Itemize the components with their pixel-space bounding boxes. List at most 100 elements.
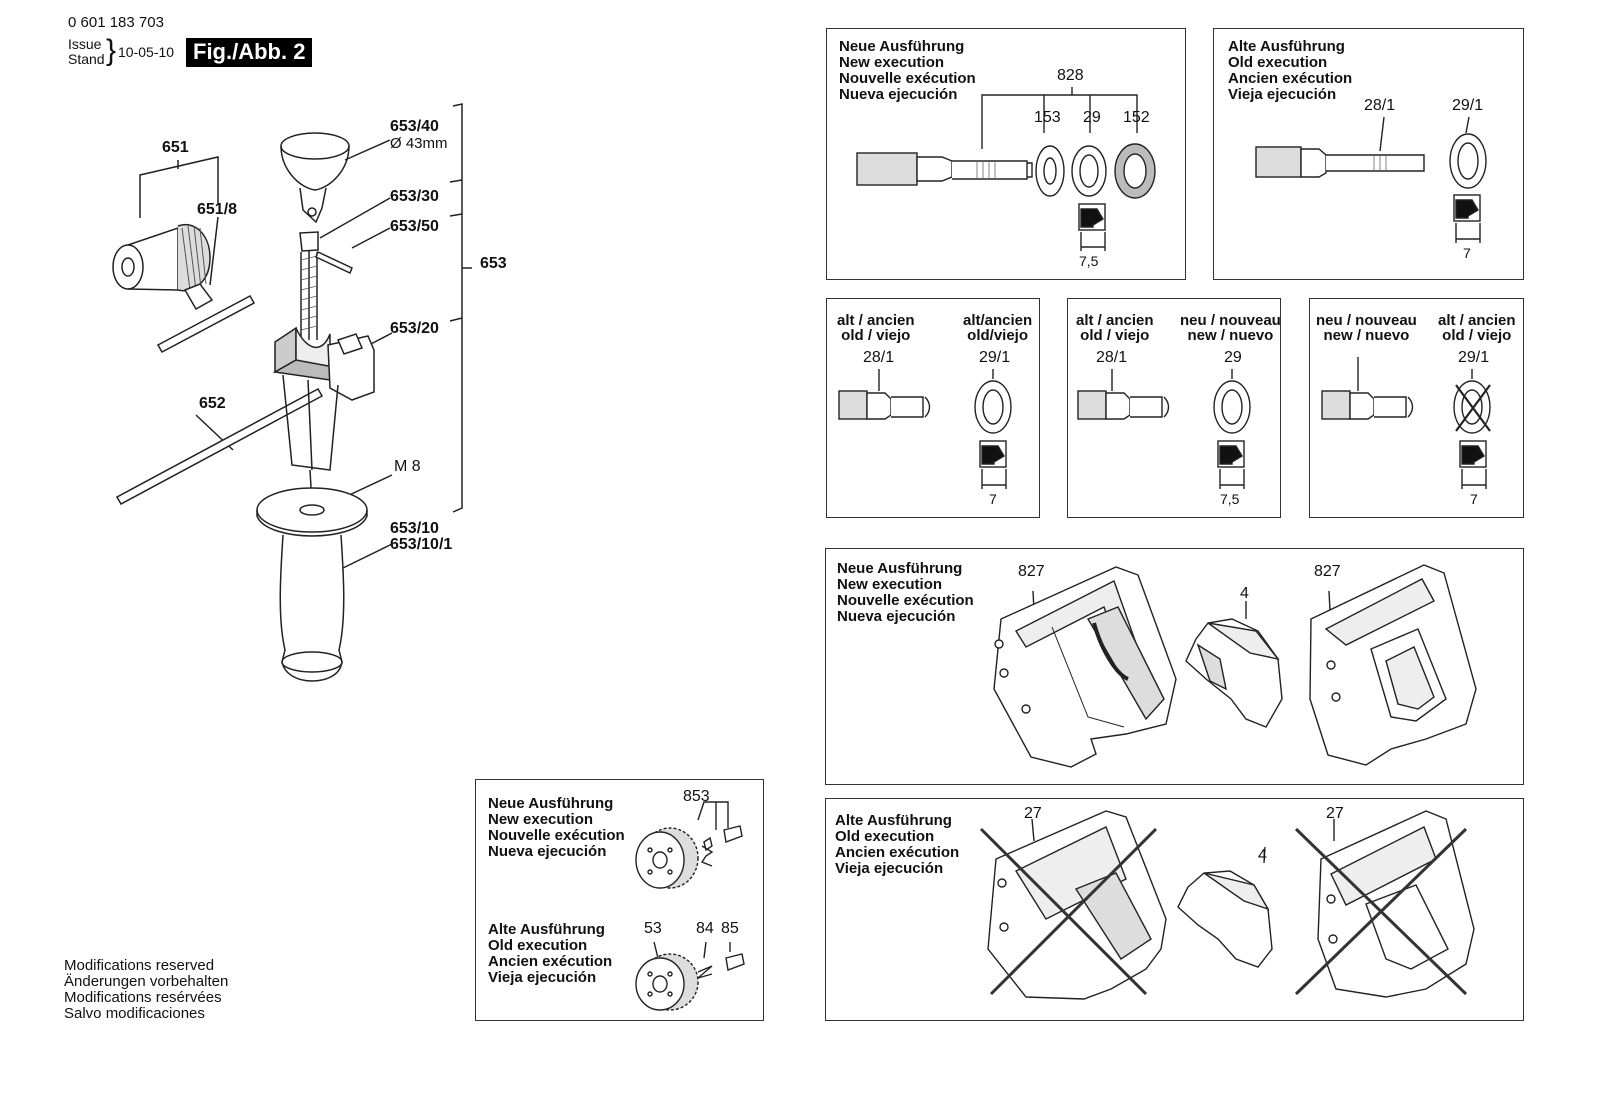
panel-combo-old-old: alt / ancien old / viejo alt/ancien old/… (826, 298, 1040, 518)
caption-en: Old execution (488, 937, 588, 954)
label-651: 651 (162, 139, 189, 156)
issue-label: Issue (68, 36, 102, 52)
label-853: 853 (683, 788, 710, 805)
mod-line-en: Modifications reserved (64, 957, 215, 974)
gear-drawing (635, 801, 745, 1011)
depth-rod (115, 387, 324, 506)
mod-line-es: Salvo modificaciones (64, 1005, 205, 1022)
label-m8: M 8 (394, 458, 421, 475)
label-29-1: 29/1 (979, 349, 1011, 366)
caption-block: Alte Ausführung Old execution Ancien exé… (835, 813, 959, 877)
caption-fr: Nouvelle exécution (488, 827, 625, 844)
issue-stand-label: Issue Stand (68, 37, 105, 67)
label-153: 153 (1034, 109, 1061, 126)
label-53: 53 (644, 920, 662, 937)
drill-chuck (112, 223, 211, 292)
caption-es: Nueva ejecución (839, 86, 958, 103)
dimension-label: 7 (1463, 245, 1471, 261)
dimension-label: 7,5 (1079, 253, 1099, 269)
right-caption: neu / nouveau new / nuevo (1180, 312, 1281, 344)
label-653-50: 653/50 (390, 218, 439, 235)
label-653-40-diameter: Ø 43mm (390, 135, 448, 152)
label-28-1: 28/1 (1364, 97, 1396, 114)
stand-label: Stand (68, 51, 105, 67)
label-653-40: 653/40 (390, 118, 439, 135)
caption-en: Old execution (1228, 54, 1328, 71)
new-spindle-drawing (856, 87, 1156, 251)
caption-de: Alte Ausführung (1228, 38, 1345, 55)
pin (315, 227, 391, 275)
caption-es: Vieja ejecución (1228, 86, 1337, 103)
caption-fr: Ancien exécution (488, 953, 613, 970)
caption-fr: Ancien exécution (1228, 70, 1353, 87)
caption-es: Nueva ejecución (837, 608, 956, 625)
combo-c-drawing (1321, 357, 1491, 489)
caption-de: Neue Ausführung (837, 560, 963, 577)
modifications-note: Modifications reserved Änderungen vorbeh… (64, 958, 228, 1022)
caption-en: New execution (837, 576, 943, 593)
right-caption: alt / ancien old / viejo (1438, 312, 1516, 344)
label-27-b: 27 (1326, 805, 1344, 822)
dimension-label: 7,5 (1220, 491, 1240, 507)
panel-new-spindle: Neue Ausführung New execution Nouvelle e… (826, 28, 1186, 280)
caption-block: Neue Ausführung New execution Nouvelle e… (839, 39, 976, 103)
mod-line-de: Änderungen vorbehalten (64, 973, 229, 990)
label-651-8: 651/8 (197, 201, 238, 218)
bracket-653 (452, 103, 463, 513)
caption-block: Neue Ausführung New execution Nouvelle e… (837, 561, 974, 625)
caption-es: Vieja ejecución (488, 969, 597, 986)
caption-fr: Nouvelle exécution (837, 592, 974, 609)
left-caption: alt / ancien old / viejo (837, 312, 915, 344)
issue-date: 10-05-10 (118, 44, 175, 60)
chuck-key (156, 216, 256, 354)
caption-block: Alte Ausführung Old execution Ancien exé… (1228, 39, 1352, 103)
label-85: 85 (721, 920, 739, 937)
combo-b-drawing (1077, 369, 1251, 489)
brace-glyph: } (106, 34, 117, 67)
label-152: 152 (1123, 109, 1150, 126)
dimension-label: 7 (989, 491, 997, 507)
part-number: 0 601 183 703 (68, 14, 164, 31)
caption-fr: Ancien exécution (835, 844, 960, 861)
panel-combo-old-new: alt / ancien old / viejo neu / nouveau n… (1067, 298, 1281, 518)
label-652: 652 (199, 395, 226, 412)
label-653-10-1: 653/10/1 (390, 536, 453, 553)
panel-combo-new-old: neu / nouveau new / nuevo alt / ancien o… (1309, 298, 1524, 518)
label-828: 828 (1057, 67, 1084, 84)
band-clamp (280, 132, 391, 224)
dimension-label: 7 (1470, 491, 1478, 507)
right-caption: alt/ancien old/viejo (963, 312, 1033, 344)
label-29-1: 29/1 (1458, 349, 1490, 366)
caption-de: Neue Ausführung (839, 38, 965, 55)
caption-en: New execution (839, 54, 945, 71)
caption-en: Old execution (835, 828, 935, 845)
label-27-a: 27 (1024, 805, 1042, 822)
new-caption-block: Neue Ausführung New execution Nouvelle e… (488, 796, 625, 860)
label-29-1: 29/1 (1452, 97, 1484, 114)
bracket-651 (139, 156, 219, 218)
label-827-a: 827 (1018, 563, 1045, 580)
caption-de: Neue Ausführung (488, 795, 614, 812)
label-29: 29 (1224, 349, 1242, 366)
caption-es: Vieja ejecución (835, 860, 944, 877)
label-653-20: 653/20 (390, 320, 439, 337)
label-4: 4 (1258, 847, 1267, 864)
old-caption-block: Alte Ausführung Old execution Ancien exé… (488, 922, 612, 986)
left-caption: neu / nouveau new / nuevo (1316, 312, 1417, 344)
label-4: 4 (1240, 585, 1249, 602)
label-84: 84 (696, 920, 714, 937)
figure-label: Fig./Abb. 2 (186, 38, 313, 67)
caption-de: Alte Ausführung (488, 921, 605, 938)
label-827-b: 827 (1314, 563, 1341, 580)
clamp-body (272, 326, 393, 471)
label-28-1: 28/1 (1096, 349, 1128, 366)
label-29: 29 (1083, 109, 1101, 126)
label-653-10: 653/10 (390, 520, 439, 537)
old-housing-drawing (979, 810, 1475, 1000)
clamp-screw (299, 197, 391, 340)
left-caption: alt / ancien old / viejo (1076, 312, 1154, 344)
caption-en: New execution (488, 811, 594, 828)
panel-new-housing: Neue Ausführung New execution Nouvelle e… (825, 548, 1524, 785)
caption-fr: Nouvelle exécution (839, 70, 976, 87)
